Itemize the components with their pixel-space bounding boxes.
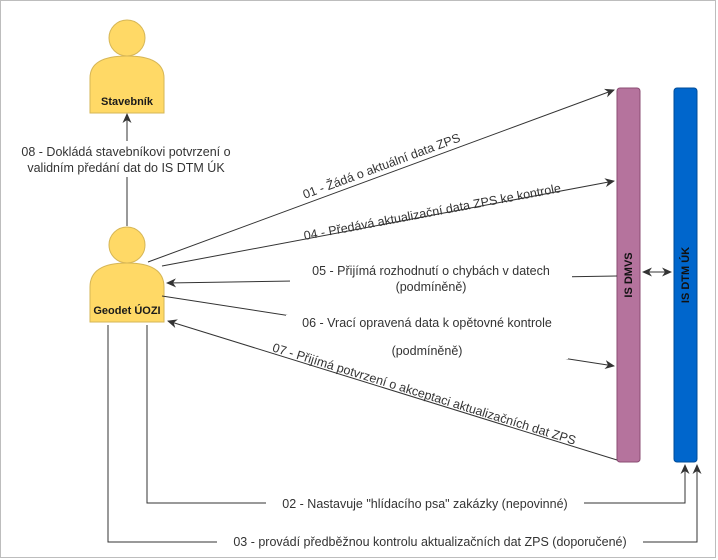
msg-08-line1: 08 - Dokládá stavebníkovi potvrzení o [21,145,230,159]
actor-geodet[interactable]: Geodet ÚOZI [89,226,165,323]
msg-06-line2: (podmíněně) [392,344,463,358]
system-bar-dtm [673,87,698,463]
msg-01: 01 - Žádá o aktuální data ZPS [301,130,463,202]
label-bg-08 [12,141,240,177]
actor-label-stavebnik: Stavebník [101,96,154,108]
actor-head [108,226,146,264]
system-dmvs[interactable]: IS DMVS [616,87,641,463]
system-label-dmvs: IS DMVS [623,252,635,297]
label-bg-06 [286,315,568,359]
system-bar-dmvs [616,87,641,463]
actor-label-geodet: Geodet ÚOZI [93,304,160,317]
msg-02: 02 - Nastavuje "hlídacího psa" zakázky (… [282,497,567,511]
system-dtm[interactable]: IS DTM ÚK [673,87,698,463]
arrow-01 [147,88,615,263]
msg-03: 03 - provádí předběžnou kontrolu aktuali… [233,535,626,549]
arrow-07 [167,319,618,461]
msg-06-line1: 06 - Vrací opravená data k opětovné kont… [302,316,552,330]
actor-stavebnik[interactable]: Stavebník [89,19,165,114]
label-bg-03 [217,532,643,552]
actor-body [89,262,165,323]
msg-08-line2: validním předání dat do IS DTM ÚK [27,160,225,175]
actor-body [89,55,165,114]
arrow-04 [161,178,615,267]
actor-head [108,19,146,57]
label-bg-02 [266,493,584,513]
label-bg-05 [290,263,572,293]
msg-05-line2: (podmíněně) [396,280,467,294]
system-label-dtm: IS DTM ÚK [679,247,692,303]
msg-05-line1: 05 - Přijímá rozhodnutí o chybách v date… [312,264,550,278]
